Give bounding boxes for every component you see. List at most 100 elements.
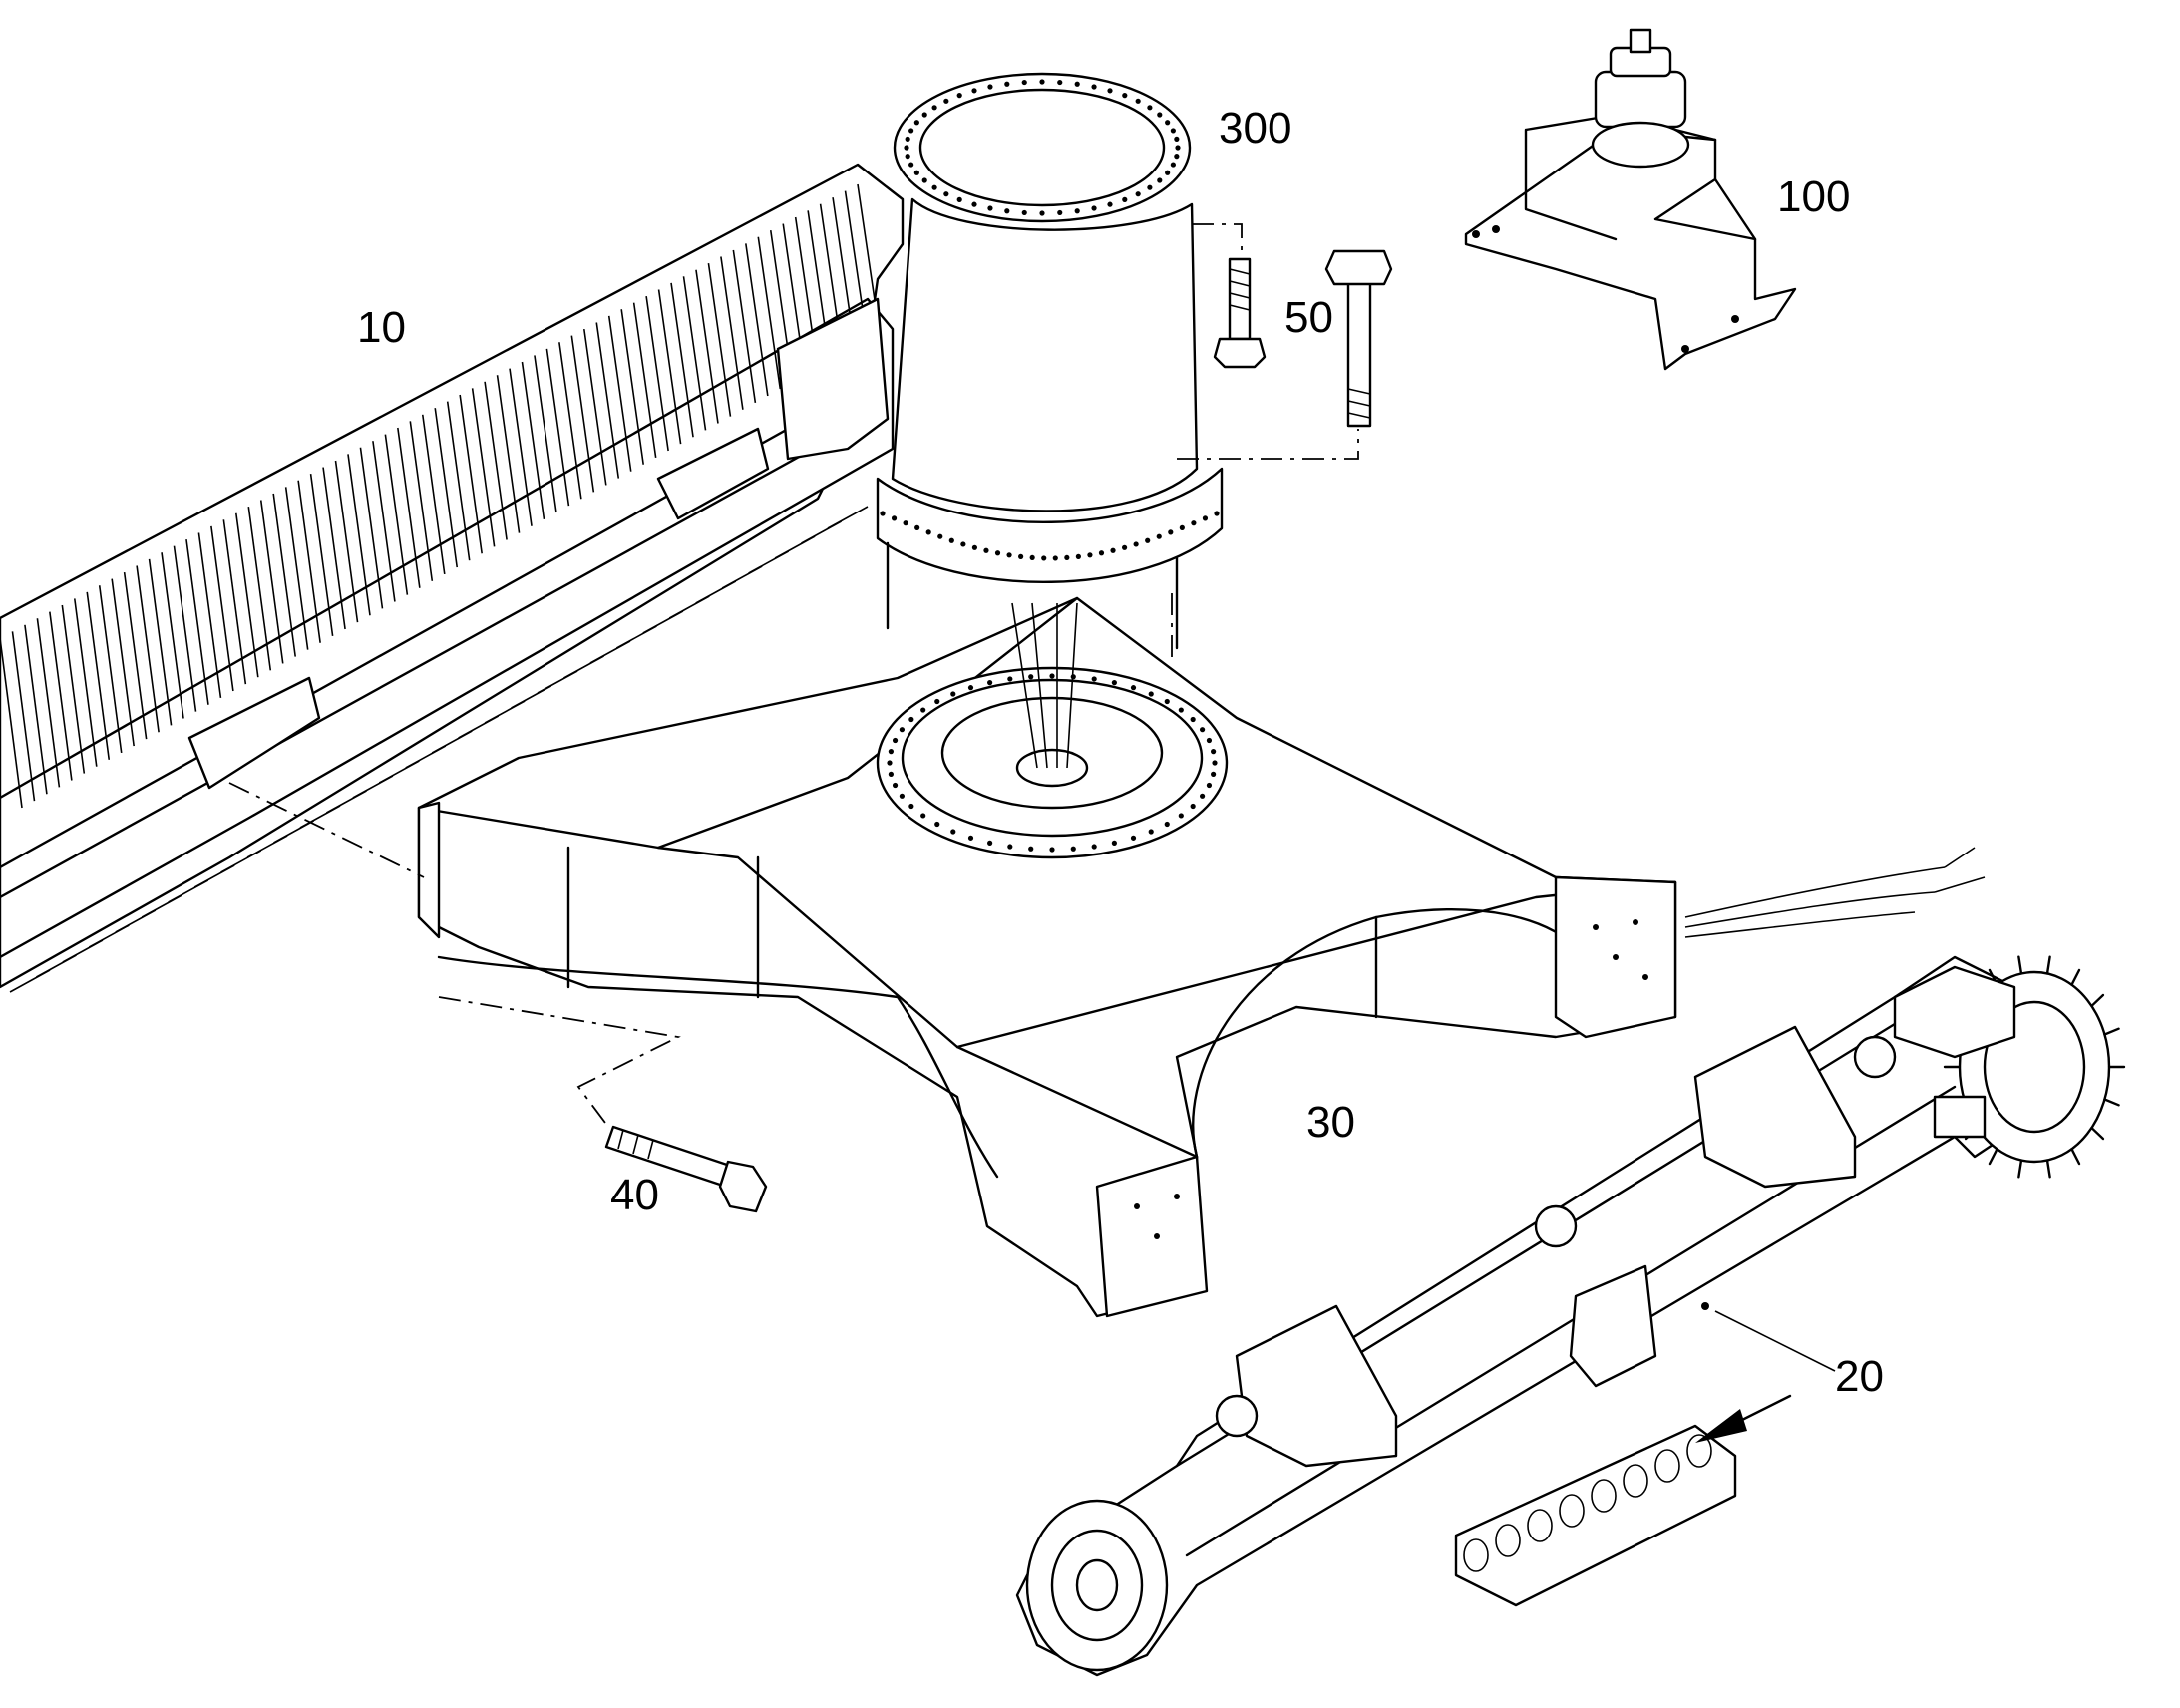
bolt-hole xyxy=(934,821,940,828)
chain-link xyxy=(1591,1479,1617,1513)
track-chain-segment xyxy=(1454,1424,1737,1607)
bolt-hole xyxy=(1212,760,1218,766)
sprocket-tooth xyxy=(2103,1027,2120,1036)
bolt-hole xyxy=(931,105,937,111)
track-shoe xyxy=(484,381,508,540)
track-shoe xyxy=(645,295,669,452)
bolt-hole xyxy=(1007,844,1013,850)
bolt-hole xyxy=(1028,674,1034,680)
track-shoe xyxy=(384,434,409,595)
bolt-hole xyxy=(1039,210,1045,216)
track-shoe xyxy=(534,355,557,513)
track-shoe xyxy=(558,342,582,500)
bolt-hole xyxy=(1018,553,1024,559)
track-shoe xyxy=(509,368,533,526)
bolt-hole xyxy=(943,98,949,104)
chain-link xyxy=(1527,1509,1553,1542)
bolt-hole xyxy=(1091,844,1097,850)
bolt-hole xyxy=(1206,782,1213,789)
bolt-hole xyxy=(914,524,920,530)
bolt-hole xyxy=(956,196,962,202)
bolt-hole xyxy=(1214,511,1220,516)
bolt-hole xyxy=(1135,98,1141,104)
bolt-hole xyxy=(903,520,908,526)
bolt-hole xyxy=(967,685,974,691)
bolt-hole xyxy=(983,547,989,553)
track-shoe xyxy=(583,328,607,486)
bolt-hole xyxy=(1179,524,1185,530)
bolt-hole xyxy=(987,680,993,686)
track-shoe xyxy=(11,631,36,802)
track-shoe xyxy=(757,236,782,390)
bolt-hole xyxy=(1130,835,1137,841)
bolt-hole xyxy=(908,128,914,134)
bolt-hole xyxy=(1170,162,1176,168)
track-shoe xyxy=(334,460,359,623)
track-shoe xyxy=(173,545,197,712)
chain-link xyxy=(1463,1538,1489,1572)
bolt-hole xyxy=(1057,209,1063,216)
bolt-hole xyxy=(905,154,910,160)
track-shoe xyxy=(471,388,496,547)
end-plate xyxy=(417,801,441,939)
bolt-hole xyxy=(950,829,956,835)
sprocket-tooth xyxy=(2103,1098,2120,1107)
track-shoe xyxy=(707,263,732,417)
bolt-hole xyxy=(1064,554,1070,561)
track-shoe xyxy=(247,507,272,671)
bolt-hole xyxy=(899,727,906,733)
bolt-hole xyxy=(892,737,899,744)
car-body-30 xyxy=(417,596,1986,1318)
bolt-hole xyxy=(1098,550,1105,556)
track-shoe xyxy=(657,289,682,445)
bolt-hole xyxy=(1148,691,1154,697)
bolt-hole xyxy=(1122,196,1128,202)
chain-links xyxy=(1463,1434,1712,1572)
bolt-hole xyxy=(948,537,954,543)
bolt-hole xyxy=(971,88,977,94)
track-shoe xyxy=(459,394,483,554)
bolt-hole xyxy=(1211,749,1217,755)
track-shoe xyxy=(259,500,284,664)
bolt-hole xyxy=(1135,191,1141,197)
bolt-hole xyxy=(1174,136,1180,142)
bolt-hole xyxy=(1157,112,1163,118)
bolt-hole xyxy=(1021,79,1027,86)
top-flange-bolt-holes xyxy=(904,79,1181,216)
bolt-hole xyxy=(1107,88,1113,94)
slewing-column-300 xyxy=(876,72,1224,650)
bolt-hole xyxy=(1121,544,1128,550)
track-shoe xyxy=(620,309,644,465)
lower-ring-bolt-holes xyxy=(887,673,1218,853)
bolt-hole xyxy=(1147,105,1153,111)
leader-lines xyxy=(228,223,1836,1372)
sprocket-tooth xyxy=(2045,1159,2051,1179)
callout-10: 10 xyxy=(357,303,406,352)
bolt-hole xyxy=(931,184,937,190)
sprocket-tooth xyxy=(2090,993,2105,1008)
bolt-hole xyxy=(905,136,910,142)
bolt-hole xyxy=(913,170,919,175)
bolt-hole xyxy=(920,813,926,819)
bolt-hole xyxy=(1075,553,1081,559)
bolt-hole xyxy=(899,793,906,799)
track-link xyxy=(827,506,869,529)
bolt-hole xyxy=(1165,120,1171,126)
bolt-hole xyxy=(1165,170,1171,175)
bolt-hole xyxy=(1049,847,1055,853)
bolt-hole xyxy=(960,541,966,547)
callout-50: 50 xyxy=(1284,293,1333,342)
bolt-hole xyxy=(1148,829,1154,835)
sprocket-tooth xyxy=(1988,1148,1998,1166)
bolt-hole xyxy=(1190,716,1196,723)
bolt-hole xyxy=(925,529,931,535)
track-shoe xyxy=(222,519,247,685)
bolt-hole xyxy=(920,707,926,713)
track-bracket xyxy=(656,427,770,520)
sprocket-tooth xyxy=(2017,955,2023,975)
bolt-hole xyxy=(956,93,962,99)
track-shoe xyxy=(521,361,545,519)
track-shoe xyxy=(682,276,707,431)
bolt-hole xyxy=(888,771,894,777)
